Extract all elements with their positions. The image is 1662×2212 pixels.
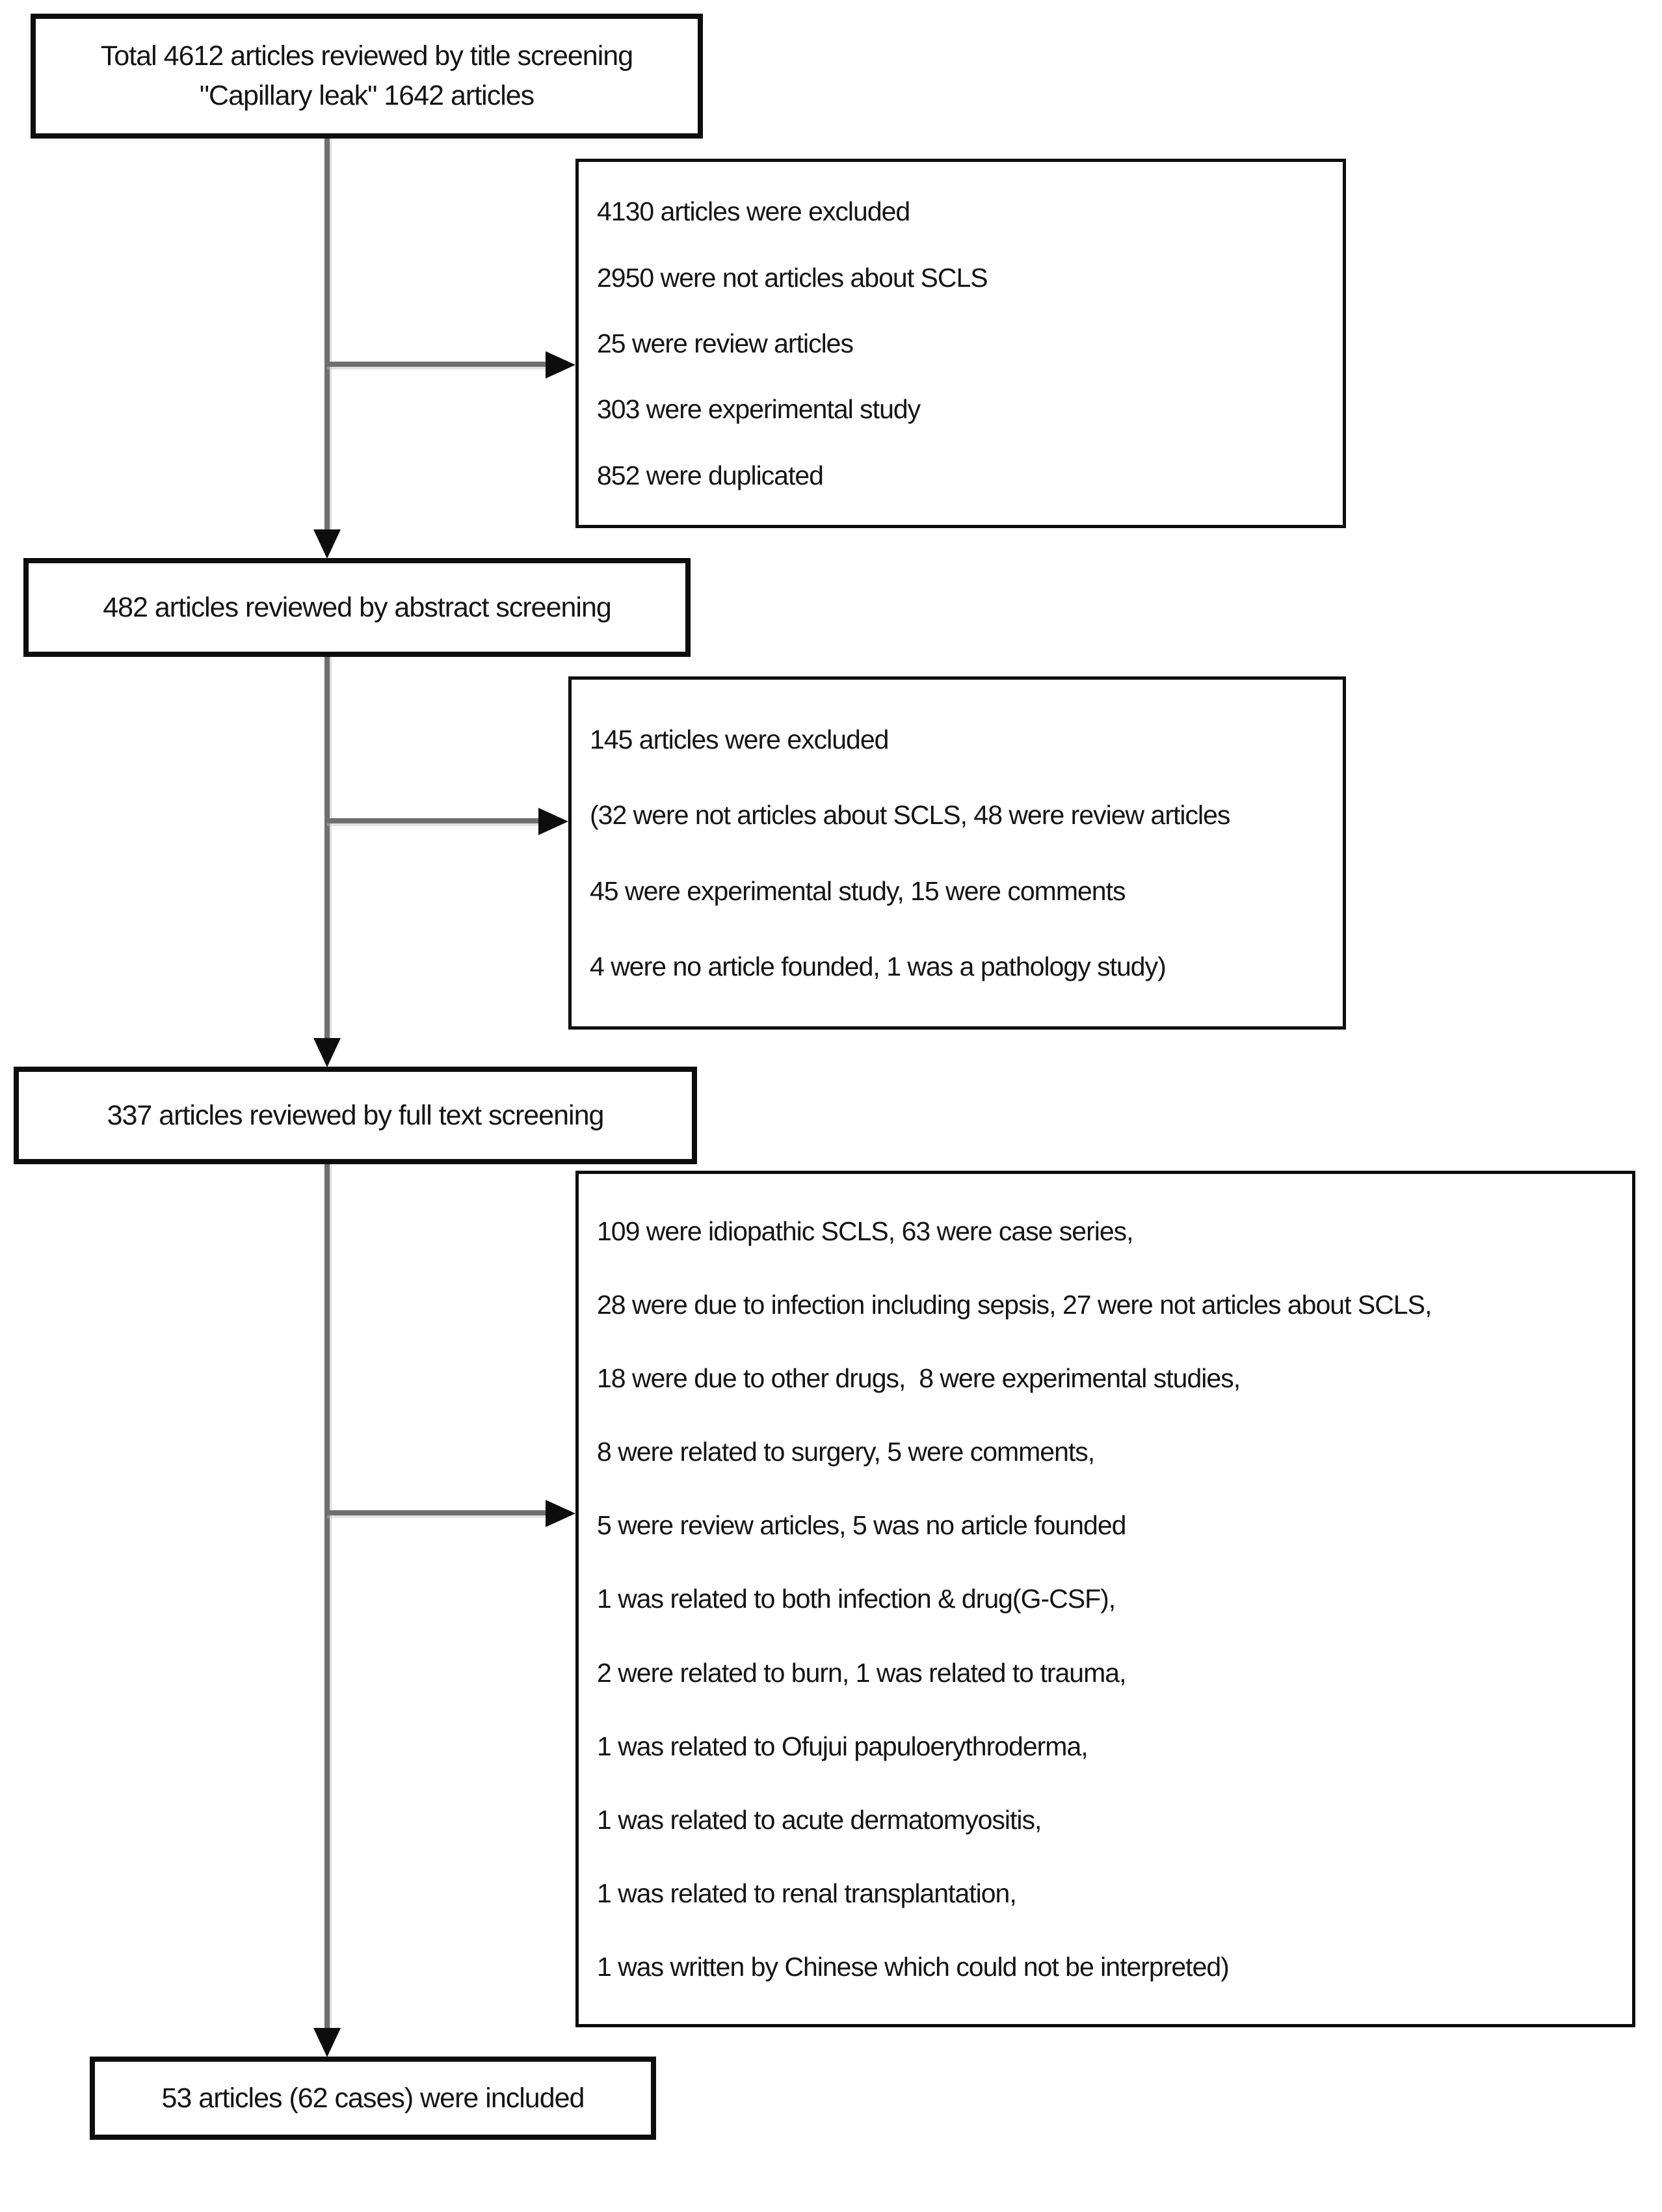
box-fulltext-screening: 337 articles reviewed by full text scree… [14,1067,697,1164]
arrow-down-icon [313,1038,341,1067]
excluded-line: 45 were experimental study, 15 were comm… [590,875,1126,906]
excluded-line: 1 was written by Chinese which could not… [597,1951,1230,1982]
box-fulltext-screening-text: 337 articles reviewed by full text scree… [107,1099,605,1131]
arrow-right-icon [538,808,568,835]
box-abstract-screening-text: 482 articles reviewed by abstract screen… [103,591,612,623]
excluded-line: 145 articles were excluded [590,724,889,754]
excluded-line: 8 were related to surgery, 5 were commen… [597,1437,1095,1467]
excluded-line: 1 was related to both infection & drug(G… [597,1584,1116,1614]
box-included: 53 articles (62 cases) were included [90,2057,656,2140]
excluded-line: 852 were duplicated [597,460,824,490]
excluded-line: 18 were due to other drugs, 8 were exper… [597,1363,1241,1394]
excluded-line: 4 were no article founded, 1 was a patho… [590,952,1167,982]
connector-line-abstract-to-fulltext [324,657,330,1038]
excluded-line: 4130 articles were excluded [597,196,910,227]
arrow-down-icon [313,2028,341,2057]
arrow-right-icon [546,1500,575,1527]
box-title-screening-line1: Total 4612 articles reviewed by title sc… [100,40,633,72]
connector-line-fulltext-to-included [324,1164,330,2028]
excluded-line: 25 were review articles [597,328,854,358]
excluded-line: 303 were experimental study [597,394,921,425]
excluded-line: 1 was related to renal transplantation, [597,1878,1017,1908]
excluded-line: (32 were not articles about SCLS, 48 wer… [590,800,1230,831]
box-fulltext-excluded: 109 were idiopathic SCLS, 63 were case s… [575,1171,1635,2027]
excluded-line: 109 were idiopathic SCLS, 63 were case s… [597,1216,1134,1247]
excluded-line: 2950 were not articles about SCLS [597,262,988,293]
arrow-down-icon [313,529,341,559]
arrow-right-icon [546,351,575,379]
box-title-screening: Total 4612 articles reviewed by title sc… [31,14,703,139]
box-included-text: 53 articles (62 cases) were included [161,2082,585,2114]
branch-line-title-excluded [327,362,546,367]
excluded-line: 28 were due to infection including sepsi… [597,1290,1432,1320]
excluded-line: 1 was related to Ofujui papuloerythroder… [597,1731,1088,1761]
box-title-excluded: 4130 articles were excluded 2950 were no… [575,159,1346,528]
connector-line-title-to-abstract [324,139,330,529]
excluded-line: 1 was related to acute dermatomyositis, [597,1804,1042,1835]
excluded-line: 2 were related to burn, 1 was related to… [597,1657,1126,1688]
box-abstract-screening: 482 articles reviewed by abstract screen… [23,558,691,657]
branch-line-fulltext-excluded [327,1510,546,1515]
box-title-screening-line2: "Capillary leak" 1642 articles [199,80,534,111]
branch-line-abstract-excluded [327,818,539,823]
box-abstract-excluded: 145 articles were excluded (32 were not … [568,676,1346,1030]
excluded-line: 5 were review articles, 5 was no article… [597,1510,1126,1541]
